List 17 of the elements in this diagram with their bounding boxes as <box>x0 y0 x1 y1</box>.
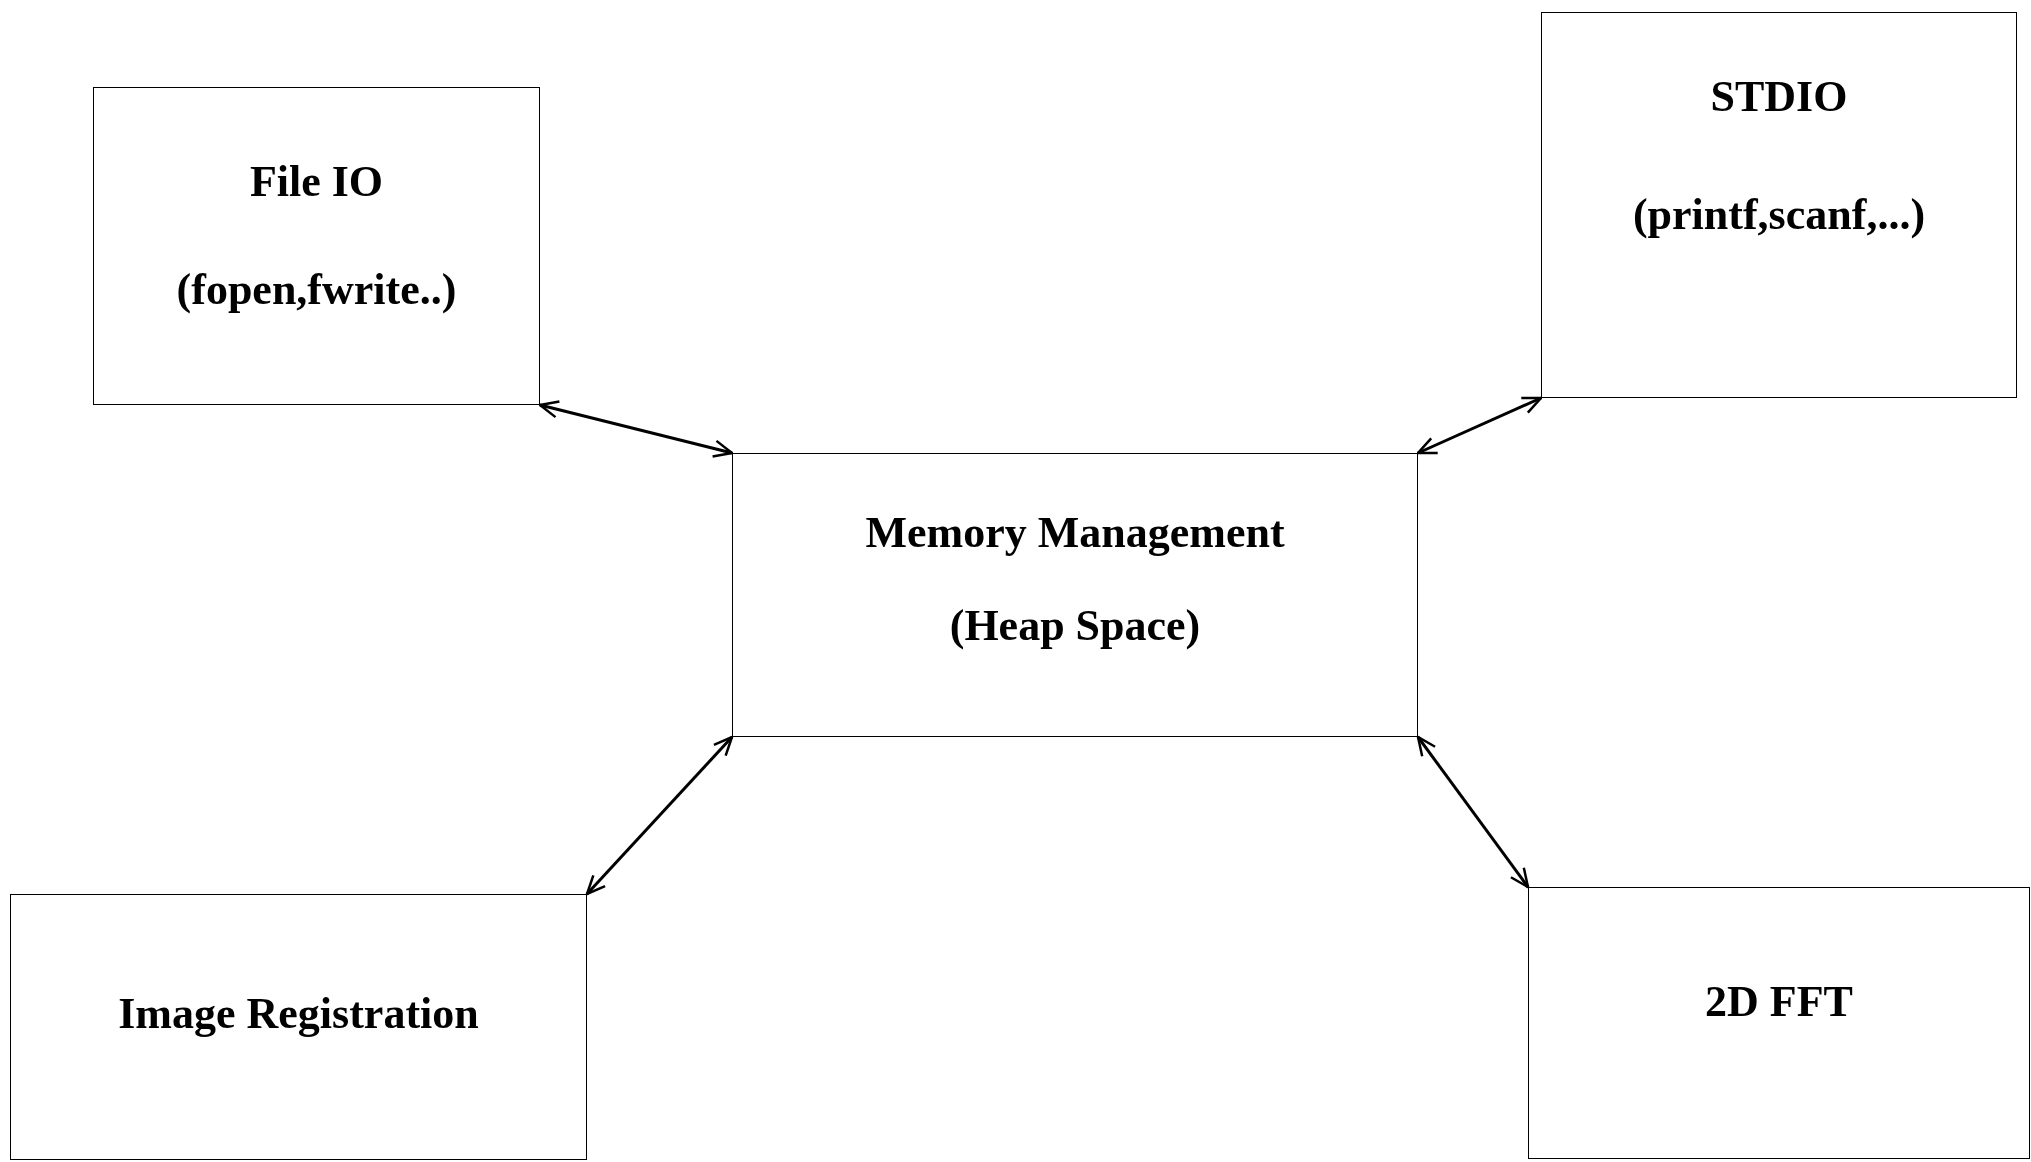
box-title: 2D FFT <box>1705 978 1853 1027</box>
process-box <box>10 894 587 1160</box>
double-arrow <box>1416 396 1543 455</box>
process-box <box>1528 887 2030 1159</box>
box-title: File IO <box>249 158 384 207</box>
box-title: Image Registration <box>118 990 479 1039</box>
box-title: Memory Management <box>865 509 1285 558</box>
double-arrow <box>538 400 734 458</box>
process-box <box>93 87 540 405</box>
box-subtitle: (Heap Space) <box>949 602 1201 651</box>
box-subtitle: (fopen,fwrite..) <box>176 266 457 315</box>
double-arrow <box>585 735 734 896</box>
process-box <box>732 453 1418 737</box>
box-title: STDIO <box>1710 73 1848 122</box>
box-subtitle: (printf,scanf,...) <box>1632 191 1926 240</box>
double-arrow <box>1416 735 1530 889</box>
process-box <box>1541 12 2017 398</box>
